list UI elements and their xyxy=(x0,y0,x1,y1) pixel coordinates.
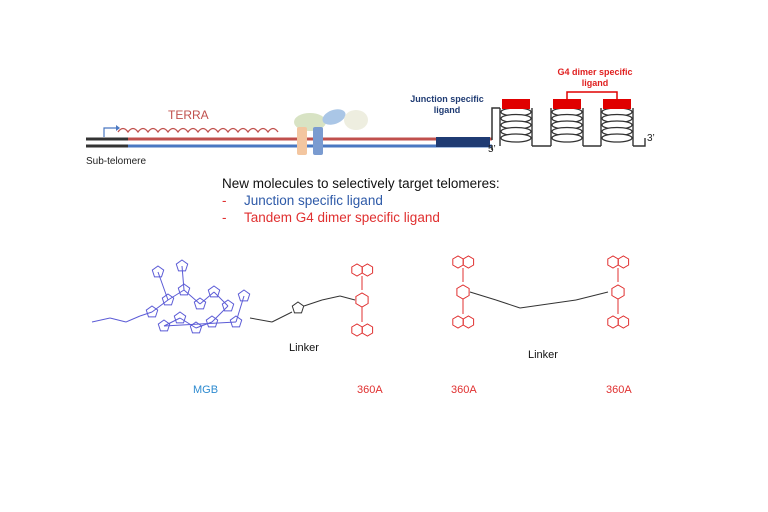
mgb-amine-chain xyxy=(125,315,141,323)
pyridine-ring xyxy=(355,292,369,308)
bullet-text: Tandem G4 dimer specific ligand xyxy=(244,210,440,225)
linker-label-right: Linker xyxy=(528,349,558,361)
g4-dimer-ligand-label: G4 dimer specific ligand xyxy=(557,67,633,88)
g4-tetrad-plate xyxy=(500,133,532,143)
headline-text: New molecules to selectively target telo… xyxy=(222,176,500,191)
linker-chain xyxy=(339,295,356,301)
amide-bond xyxy=(151,299,169,313)
pyrrole-ring xyxy=(221,299,235,312)
360a-label-3: 360A xyxy=(606,384,632,396)
linker-chain xyxy=(321,295,341,301)
protein-ellipse-green xyxy=(294,113,326,131)
quinoline-ring xyxy=(607,315,619,329)
linker-chain xyxy=(249,317,273,323)
linker-chain xyxy=(495,299,521,309)
protein-block-blue xyxy=(313,127,323,155)
g4-ligand-box xyxy=(553,99,581,109)
g4-ligand-box xyxy=(502,99,530,109)
amide-bond xyxy=(139,311,153,317)
imidazole-ring xyxy=(151,265,165,278)
triazole-ring xyxy=(291,301,305,314)
bullet-marker: - xyxy=(222,193,227,208)
amide-bond xyxy=(211,305,229,323)
quinoline-ring xyxy=(462,255,475,269)
terra-label: TERRA xyxy=(168,108,209,122)
amide-bond xyxy=(167,289,185,301)
g4-tail xyxy=(633,138,646,147)
junction-ligand-label: Junction specific ligand xyxy=(410,94,484,115)
amide-bond xyxy=(235,295,245,323)
tss-arrow-line xyxy=(103,127,118,137)
bullet-junction: - Junction specific ligand xyxy=(222,193,383,208)
bullet-tandem-g4: - Tandem G4 dimer specific ligand xyxy=(222,210,440,225)
amide-bond xyxy=(183,289,201,305)
tss-arrow-head xyxy=(116,125,120,131)
mgb-amine-chain xyxy=(109,317,127,323)
linker-chain xyxy=(547,299,577,305)
g4-dimer-bracket xyxy=(566,91,618,99)
pyrrole-ring xyxy=(193,297,207,310)
protein-ellipse-blue xyxy=(322,109,346,125)
g4-tetrad-plate xyxy=(551,133,583,143)
quinoline-ring xyxy=(462,315,475,329)
linker-chain xyxy=(469,291,497,301)
terra-rna xyxy=(117,127,279,134)
junction-ligand-block xyxy=(436,137,490,147)
quinoline-ring xyxy=(351,323,363,337)
quinoline-ring xyxy=(351,263,363,277)
linker-chain xyxy=(271,311,293,323)
quinoline-ring xyxy=(617,255,630,269)
linker-chain xyxy=(303,299,323,307)
three-prime-label: 3’ xyxy=(647,133,655,144)
pyrrole-ring xyxy=(173,311,187,324)
mgb-amine-chain xyxy=(91,317,111,323)
pyrrole-ring xyxy=(145,305,159,318)
amide-bond xyxy=(213,291,229,307)
quinoline-ring xyxy=(361,323,374,337)
quinoline-ring xyxy=(607,255,619,269)
junction-bracket xyxy=(491,107,500,140)
pyrrole-ring xyxy=(207,285,221,298)
amide-bond xyxy=(179,317,197,329)
quinoline-ring xyxy=(452,255,464,269)
g4-ligand-box xyxy=(603,99,631,109)
amide-bond xyxy=(157,271,169,301)
pyrrole-ring xyxy=(229,315,243,328)
bullet-text: Junction specific ligand xyxy=(244,193,383,208)
quinoline-ring xyxy=(452,315,464,329)
five-prime-label: 5’ xyxy=(488,144,496,155)
pyrrole-ring xyxy=(177,283,191,296)
pyrrole-ring xyxy=(237,289,251,302)
protein-block-orange xyxy=(297,127,307,155)
protein-ellipse-grey xyxy=(344,110,368,130)
subtelomere-label: Sub-telomere xyxy=(86,156,147,167)
360a-label-2: 360A xyxy=(451,384,477,396)
quinoline-ring xyxy=(617,315,630,329)
quinoline-ring xyxy=(361,263,374,277)
amide-bond xyxy=(199,291,215,305)
amide-bond xyxy=(163,321,237,327)
mgb-label: MGB xyxy=(193,384,219,396)
pyrrole-ring xyxy=(205,315,219,328)
amide-bond xyxy=(163,317,181,327)
360a-label-1: 360A xyxy=(357,384,383,396)
pyridine-ring xyxy=(611,284,625,300)
bullet-marker: - xyxy=(222,210,227,225)
linker-chain xyxy=(575,291,609,301)
linker-label-left: Linker xyxy=(289,342,319,354)
linker-chain xyxy=(519,303,549,309)
amide-bond xyxy=(181,265,185,291)
g4-tetrad-plate xyxy=(601,133,633,143)
pyridine-ring xyxy=(456,284,470,300)
